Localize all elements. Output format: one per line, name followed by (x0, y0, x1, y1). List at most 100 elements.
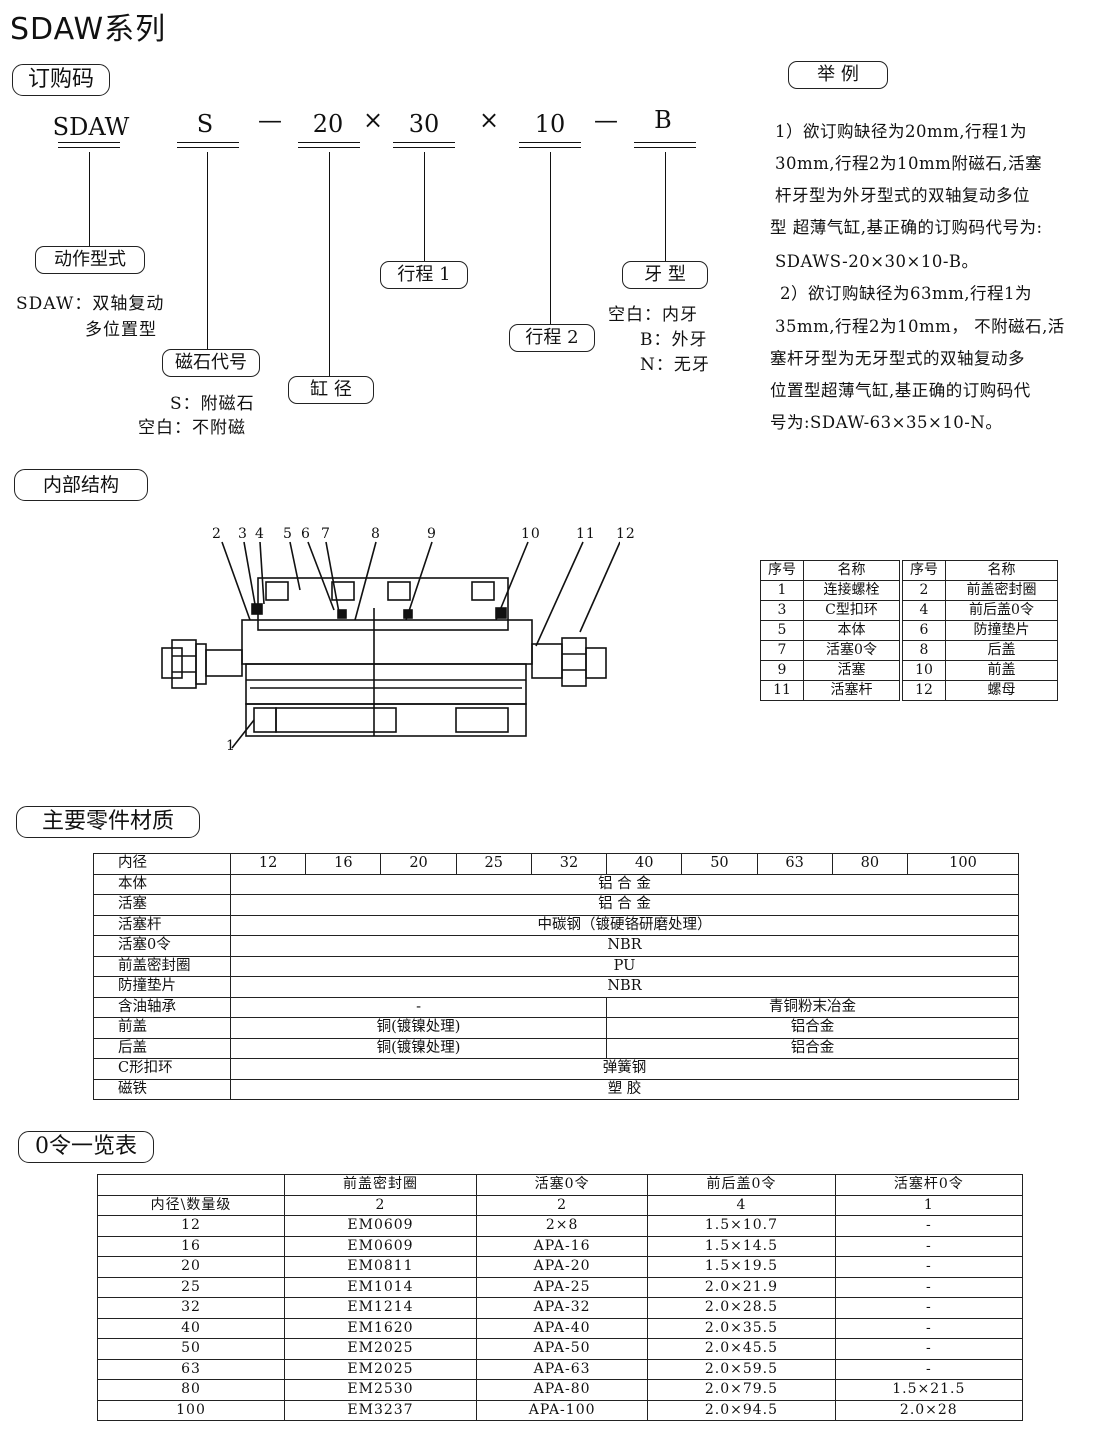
table-cell: EM1620 (284, 1317, 477, 1339)
material-value: NBR (230, 935, 1019, 957)
row-label: 活塞杆 (93, 914, 231, 936)
bore-header: 40 (606, 853, 683, 875)
bore-cell: 32 (97, 1297, 285, 1319)
table-cell: - (834, 1297, 1024, 1319)
table-cell: 6 (902, 620, 946, 641)
leader-line (89, 152, 90, 248)
example-line: 30mm,行程2为10mm附磁石,活塞 (775, 154, 1043, 173)
table-cell: 本体 (803, 620, 900, 641)
leader-line (665, 152, 666, 262)
code-part-stroke2: 10 (534, 110, 566, 138)
code-dash: — (594, 106, 618, 134)
part-number: 1 (226, 738, 236, 754)
leader-line (329, 152, 330, 376)
table-cell: 12 (902, 680, 946, 701)
table-cell: APA-32 (475, 1297, 649, 1319)
row-label: 内径 (93, 853, 231, 875)
bore-cell: 16 (97, 1235, 285, 1257)
table-cell: 活塞0令 (803, 640, 900, 661)
table-cell: 连接螺栓 (803, 580, 900, 601)
part-number: 12 (616, 526, 636, 542)
bore-cell: 63 (97, 1358, 285, 1380)
bore-header: 25 (455, 853, 532, 875)
qty-cell: 2 (284, 1194, 477, 1216)
underline (393, 142, 455, 148)
table-cell: - (834, 1256, 1024, 1278)
table-cell: EM1214 (284, 1297, 477, 1319)
material-value: 弹簧钢 (230, 1058, 1019, 1080)
row-label: 防撞垫片 (93, 976, 231, 998)
bore-header: 32 (530, 853, 608, 875)
cylinder-cross-section-drawing (161, 541, 620, 749)
leader-line (424, 152, 425, 262)
table-cell: 2.0×21.9 (647, 1276, 836, 1298)
bore-header: 12 (229, 853, 307, 875)
bore-cell: 20 (97, 1256, 285, 1278)
table-cell: - (834, 1338, 1024, 1360)
material-value: 铝合金 (606, 1017, 1019, 1039)
table-cell: - (834, 1235, 1024, 1257)
table-cell: 2.0×28 (834, 1399, 1024, 1421)
action-type-label: 动作型式 (35, 246, 145, 274)
table-cell: 3 (760, 600, 804, 621)
qty-cell: 2 (475, 1194, 649, 1216)
material-value: 中碳钢（镀硬铬研磨处理） (230, 914, 1019, 936)
part-number: 11 (576, 526, 596, 542)
underline (177, 142, 239, 148)
table-cell: APA-25 (475, 1276, 649, 1298)
materials-table: 内径 12 16 20 25 32 40 50 63 80 100 本体铝 合 … (93, 853, 1020, 1100)
table-cell: 7 (760, 640, 804, 661)
underline (634, 142, 696, 148)
stroke1-label: 行程 1 (380, 261, 468, 289)
table-cell: APA-40 (475, 1317, 649, 1339)
example-line: 1）欲订购缺径为20mm,行程1为 (775, 122, 1028, 141)
part-number: 9 (427, 526, 437, 542)
example-line: 型 超薄气缸,基正确的订购码代号为: (770, 218, 1043, 237)
table-cell: 后盖 (945, 640, 1058, 661)
bore-cell: 25 (97, 1276, 285, 1298)
header-cell: 名称 (803, 560, 900, 581)
example-line: 号为:SDAW-63×35×10-N。 (770, 413, 1003, 432)
material-value: 塑 胶 (230, 1078, 1019, 1100)
table-cell: 2.0×45.5 (647, 1338, 836, 1360)
header-cell: 活塞0令 (475, 1174, 649, 1196)
table-cell: 4 (902, 600, 946, 621)
table-cell: EM2025 (284, 1338, 477, 1360)
code-times: × (362, 106, 384, 134)
code-dash: — (258, 106, 282, 134)
bore-header: 16 (305, 853, 382, 875)
leader-line (550, 152, 551, 324)
table-cell: 1.5×19.5 (647, 1256, 836, 1278)
header-cell: 活塞杆0令 (834, 1174, 1024, 1196)
table-cell: APA-80 (475, 1379, 649, 1401)
page-title: SDAW系列 (10, 12, 167, 47)
thread-type-label: 牙 型 (622, 261, 708, 289)
bore-cell: 40 (97, 1317, 285, 1339)
bore-header: 63 (756, 853, 833, 875)
table-cell: - (834, 1276, 1024, 1298)
table-cell: EM3237 (284, 1399, 477, 1421)
internal-structure-label: 内部结构 (14, 469, 148, 501)
code-part-thread: B (654, 106, 672, 134)
thread-type-desc: 空白：内牙 (608, 305, 698, 325)
table-cell: APA-16 (475, 1235, 649, 1257)
code-part-bore: 20 (312, 110, 344, 138)
stroke2-label: 行程 2 (509, 324, 595, 352)
table-cell: 9 (760, 660, 804, 681)
material-value: - (229, 996, 608, 1018)
table-cell: 1 (760, 580, 804, 601)
bore-header: 80 (831, 853, 908, 875)
table-cell: APA-63 (475, 1358, 649, 1380)
code-part-series: SDAW (52, 113, 130, 141)
table-cell: 1.5×21.5 (834, 1379, 1024, 1401)
action-type-desc: SDAW：双轴复动 (16, 294, 165, 314)
table-cell: 2×8 (475, 1215, 649, 1237)
